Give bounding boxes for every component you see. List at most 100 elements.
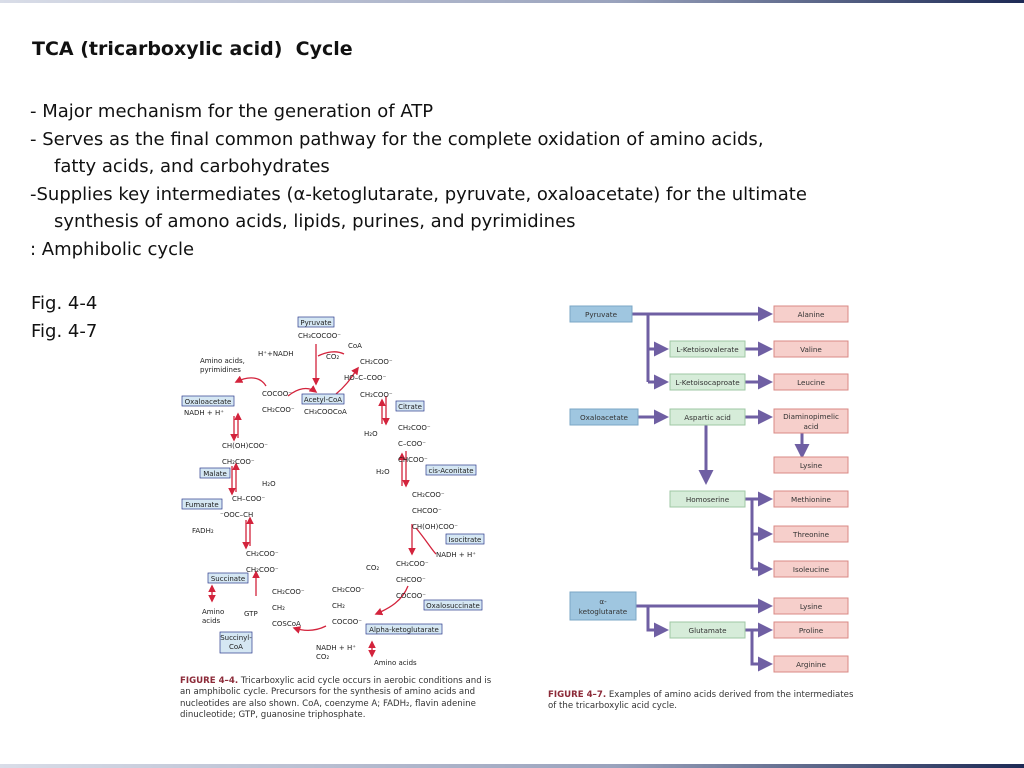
figure-4-4-caption-line: FIGURE 4–4. Tricarboxylic acid cycle occ… bbox=[180, 676, 492, 687]
figure-4-7-caption-line: FIGURE 4–7. Examples of amino acids deri… bbox=[548, 690, 878, 701]
box-oxaloacetate-label: Oxaloacetate bbox=[185, 398, 232, 406]
box-lysine bbox=[773, 456, 849, 474]
formula-oxaloacetate: CH₂COO⁻ bbox=[262, 406, 295, 414]
box-succinate bbox=[207, 572, 249, 584]
box-ketoisocaproate-label: L-Ketoisocaproate bbox=[675, 378, 740, 387]
box-isoleucine bbox=[773, 560, 849, 578]
tca-cycle-diagram: Pyruvate Acetyl-CoA Citrate Oxaloacetate… bbox=[181, 316, 485, 667]
label-amino-acids: acids bbox=[202, 617, 221, 625]
pathway-boxes-lower: α- ketoglutarate Glutamate Lysine Prolin… bbox=[569, 591, 849, 673]
figure-4-4-caption: FIGURE 4–4. Tricarboxylic acid cycle occ… bbox=[180, 676, 492, 721]
formula-isocitrate: CH₂COO⁻ bbox=[412, 491, 445, 499]
formula-oxalosuccinate: CHCOO⁻ bbox=[396, 576, 426, 584]
formula-alpha-ketoglutarate: COCOO⁻ bbox=[332, 618, 362, 626]
box-alpha-ketoglutarate-label: ketoglutarate bbox=[579, 607, 628, 616]
arrow-oxalosuccinate bbox=[374, 585, 409, 616]
box-leucine bbox=[773, 373, 849, 391]
box-arginine-label: Arginine bbox=[796, 660, 826, 669]
box-valine-label: Valine bbox=[800, 345, 822, 354]
box-homoserine-label: Homoserine bbox=[686, 495, 730, 504]
figure-4-7-caption: FIGURE 4–7. Examples of amino acids deri… bbox=[548, 690, 878, 713]
formula-isocitrate: CH(OH)COO⁻ bbox=[412, 523, 458, 531]
arrow-to-citrate bbox=[335, 366, 359, 395]
figure-ref: Fig. 4-7 bbox=[31, 321, 98, 342]
box-pyruvate-label: Pyruvate bbox=[300, 319, 331, 327]
bullet-item: - Serves as the final common pathway for… bbox=[30, 128, 764, 150]
box-oxaloacetate bbox=[181, 395, 235, 407]
formula-oxaloacetate: COCOO⁻ bbox=[262, 390, 292, 398]
formula-succinate: CH₂COO⁻ bbox=[246, 566, 279, 574]
label-co2: CO₂ bbox=[316, 653, 329, 661]
formula-malate: CH(OH)COO⁻ bbox=[222, 442, 268, 450]
box-isoleucine-label: Isoleucine bbox=[793, 565, 830, 574]
arrow-arginine bbox=[750, 630, 773, 672]
formula-succinyl-coa: CH₂COO⁻ bbox=[272, 588, 305, 596]
figure-4-7-amino-acid-derivation: Pyruvate Oxaloacetate L-Ketoisovalerate … bbox=[540, 292, 880, 712]
pathway-arrows bbox=[632, 306, 810, 577]
box-glutamate bbox=[669, 621, 746, 639]
box-malate-label: Malate bbox=[203, 470, 227, 478]
formula-oxalosuccinate: CH₂COO⁻ bbox=[396, 560, 429, 568]
label-h2o: H₂O bbox=[376, 468, 390, 476]
box-lysine-label: Lysine bbox=[800, 461, 823, 470]
figure-4-7-caption-label: FIGURE 4–7. bbox=[548, 690, 607, 700]
arrow-akg-glutamate bbox=[646, 606, 669, 638]
box-acetyl-coa bbox=[301, 393, 345, 405]
arrow-amino-pyrimidines bbox=[234, 375, 267, 387]
pathway-arrows-lower bbox=[636, 598, 773, 672]
formula-oxalosuccinate: COCOO⁻ bbox=[396, 592, 426, 600]
bullet-list: - Major mechanism for the generation of … bbox=[30, 98, 807, 263]
box-cis-aconitate bbox=[425, 464, 477, 476]
box-pyruvate bbox=[569, 305, 633, 323]
bullet-continuation: fatty acids, and carbohydrates bbox=[54, 156, 330, 177]
label-amino-pyrimidines: Amino acids, bbox=[200, 357, 245, 365]
box-aspartic-acid bbox=[669, 408, 746, 426]
label-co2: CO₂ bbox=[366, 564, 379, 572]
label-amino-acids: Amino acids bbox=[374, 659, 417, 667]
formula-fumarate: ⁻OOC–CH bbox=[220, 511, 253, 519]
pathway-boxes: Pyruvate Oxaloacetate L-Ketoisovalerate … bbox=[569, 305, 849, 578]
box-pyruvate-label: Pyruvate bbox=[585, 310, 618, 319]
formula-pyruvate: CH₃COCOO⁻ bbox=[298, 332, 341, 340]
box-alanine bbox=[773, 305, 849, 323]
figure-4-4-caption-line: dinucleotide; GTP, guanosine triphosphat… bbox=[180, 709, 366, 720]
cycle-formula-group: CH₃COCOO⁻ CoA H⁺+NADH CO₂ Amino acids, p… bbox=[184, 332, 476, 667]
box-alpha-ketoglutarate bbox=[365, 623, 443, 635]
formula-cis-aconitate: CHCOO⁻ bbox=[398, 456, 428, 464]
box-lysine-label: Lysine bbox=[800, 602, 823, 611]
top-rule bbox=[0, 0, 1024, 3]
box-alpha-ketoglutarate-label: α- bbox=[599, 597, 607, 606]
figure-4-7-caption-line: of the tricarboxylic acid cycle. bbox=[548, 701, 678, 712]
box-threonine-label: Threonine bbox=[792, 530, 830, 539]
label-fadh2: FADH₂ bbox=[192, 527, 214, 535]
cycle-arrows bbox=[208, 344, 437, 658]
box-diaminopimelic-acid bbox=[773, 408, 849, 434]
box-oxaloacetate-label: Oxaloacetate bbox=[580, 413, 629, 422]
formula-alpha-ketoglutarate: CH₂COO⁻ bbox=[332, 586, 365, 594]
amino-acid-derivation-diagram: Pyruvate Oxaloacetate L-Ketoisovalerate … bbox=[569, 305, 849, 578]
label-h2o: H₂O bbox=[262, 480, 276, 488]
formula-acetyl-coa: CH₃COOCoA bbox=[304, 408, 347, 416]
box-proline bbox=[773, 621, 849, 639]
label-h2o: H₂O bbox=[364, 430, 378, 438]
formula-isocitrate: CHCOO⁻ bbox=[412, 507, 442, 515]
label-co2: CO₂ bbox=[326, 353, 339, 361]
arrow-nadh-branch bbox=[415, 527, 437, 555]
box-cis-aconitate-label: cis-Aconitate bbox=[428, 467, 473, 475]
box-lysine bbox=[773, 597, 849, 615]
box-ketoisocaproate bbox=[669, 373, 746, 391]
arrow-oaa-condense bbox=[287, 385, 318, 397]
figure-4-4-tca-cycle: Pyruvate Acetyl-CoA Citrate Oxaloacetate… bbox=[176, 296, 496, 726]
figure-4-4-caption-text: Tricarboxylic acid cycle occurs in aerob… bbox=[240, 676, 492, 686]
box-succinyl-coa-label: CoA bbox=[229, 643, 243, 651]
formula-succinyl-coa: COSCoA bbox=[272, 620, 301, 628]
bullet-item: : Amphibolic cycle bbox=[30, 238, 195, 260]
formula-cis-aconitate: C–COO⁻ bbox=[398, 440, 426, 448]
figure-4-4-caption-label: FIGURE 4–4. bbox=[180, 676, 239, 686]
bullet-item: -Supplies key intermediates (α-ketogluta… bbox=[30, 183, 807, 205]
box-arginine bbox=[773, 655, 849, 673]
box-aspartic-acid-label: Aspartic acid bbox=[684, 413, 731, 422]
figure-4-7-caption-text: Examples of amino acids derived from the… bbox=[608, 690, 854, 700]
label-h-nadh: H⁺+NADH bbox=[258, 350, 294, 358]
formula-citrate: CH₂COO⁻ bbox=[360, 358, 393, 366]
